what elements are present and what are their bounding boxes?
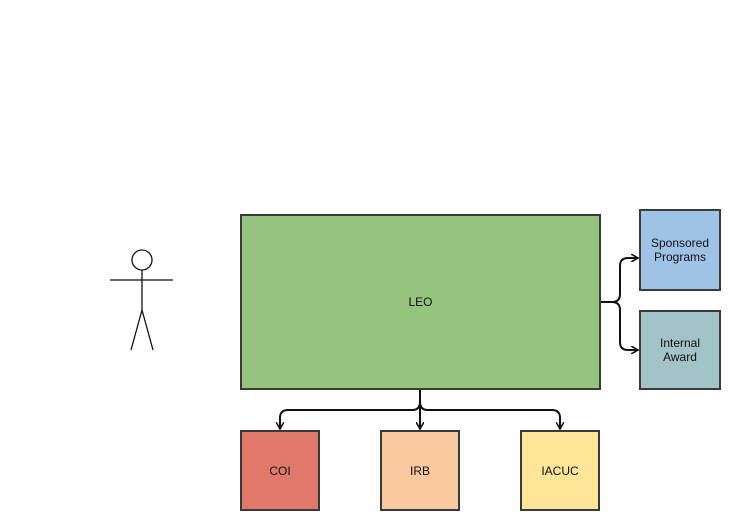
edge-leo-to-internal-award <box>601 301 637 350</box>
internal-award-label: Internal Award <box>659 336 701 364</box>
leo-node[interactable]: LEO <box>240 214 601 390</box>
coi-label: COI <box>269 463 291 478</box>
internal-award-node[interactable]: Internal Award <box>639 310 721 390</box>
leo-label: LEO <box>408 295 433 309</box>
iacuc-node[interactable]: IACUC <box>520 430 600 511</box>
irb-label: IRB <box>409 463 430 478</box>
sponsored-programs-node[interactable]: Sponsored Programs <box>639 209 721 291</box>
sponsored-programs-label: Sponsored Programs <box>650 236 710 264</box>
edge-leo-to-coi <box>280 390 421 428</box>
edge-leo-to-sponsored-programs <box>601 258 637 303</box>
iacuc-label: IACUC <box>541 463 579 478</box>
irb-node[interactable]: IRB <box>380 430 460 511</box>
edge-leo-to-iacuc <box>419 390 560 428</box>
coi-node[interactable]: COI <box>240 430 320 511</box>
actor-stick-figure-icon <box>110 249 173 351</box>
